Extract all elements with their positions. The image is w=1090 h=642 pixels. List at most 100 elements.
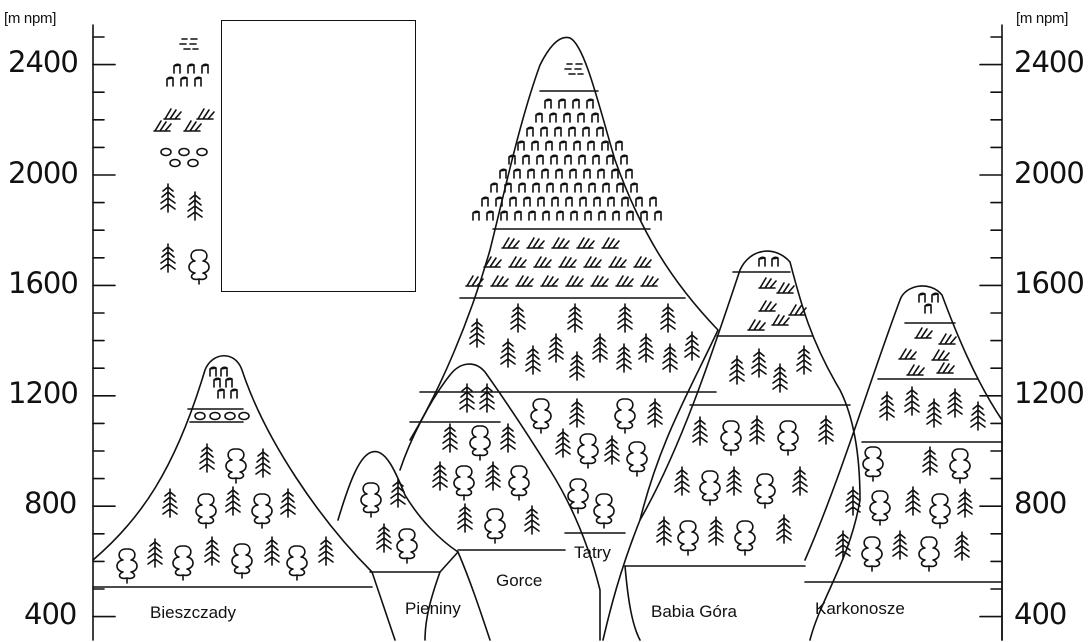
- alpine-meadow-symbol: [565, 155, 571, 164]
- conifer-tree-symbol: [148, 539, 162, 567]
- conifer-tree-symbol: [570, 352, 584, 380]
- alpine-meadow-symbol: [571, 211, 577, 220]
- shrub-oval-symbol: [195, 413, 205, 420]
- dwarf-pine-symbol: [899, 349, 916, 359]
- dwarf-pine-symbol: [584, 257, 601, 267]
- conifer-tree-symbol: [752, 349, 766, 377]
- dwarf-pine-symbol: [502, 238, 519, 248]
- left-tick-800: 800: [24, 486, 76, 520]
- conifer-tree-symbol: [568, 304, 582, 332]
- deciduous-tree-symbol: [189, 250, 209, 284]
- conifer-tree-symbol: [657, 517, 671, 545]
- conifer-tree-symbol: [593, 334, 607, 362]
- alpine-meadow-symbol: [925, 304, 931, 313]
- alpine-meadow-symbol: [210, 367, 216, 376]
- dwarf-pine-symbol: [527, 238, 544, 248]
- alpine-meadow-symbol: [599, 211, 605, 220]
- deciduous-tree-symbol: [755, 474, 775, 508]
- deciduous-tree-symbol: [226, 449, 246, 483]
- deciduous-tree-symbol: [735, 521, 755, 555]
- alpine-meadow-symbol: [636, 197, 642, 206]
- shrub-oval-symbol: [161, 149, 171, 156]
- alpine-meadow-symbol: [231, 389, 237, 398]
- right-tick-1600: 1600: [1014, 266, 1084, 300]
- right-tick-400: 400: [1014, 597, 1066, 631]
- dwarf-pine-symbol: [154, 121, 171, 131]
- alpine-meadow-symbol: [621, 155, 627, 164]
- left-tick-1200: 1200: [8, 376, 78, 410]
- label-tatry: Tatry: [574, 543, 611, 563]
- conifer-tree-symbol: [556, 429, 570, 457]
- deciduous-tree-symbol: [778, 421, 798, 455]
- alpine-meadow-symbol: [569, 127, 575, 136]
- conifer-tree-symbol: [458, 504, 472, 532]
- alpine-meadow-symbol: [608, 197, 614, 206]
- dwarf-pine-symbol: [466, 276, 483, 286]
- dwarf-pine-symbol: [197, 109, 214, 119]
- deciduous-tree-symbol: [678, 521, 698, 555]
- deciduous-tree-symbol: [485, 509, 505, 543]
- alpine-meadow-symbol: [616, 141, 622, 150]
- alpine-meadow-symbol: [487, 211, 493, 220]
- alpine-meadow-symbol: [759, 257, 765, 266]
- rock-snow-symbol: [565, 64, 583, 74]
- label-pieniny: Pieniny: [405, 599, 461, 619]
- dwarf-pine-symbol: [789, 305, 806, 315]
- shrub-oval-symbol: [197, 149, 207, 156]
- alpine-meadow-symbol: [919, 293, 925, 302]
- dwarf-pine-symbol: [534, 257, 551, 267]
- alpine-meadow-symbol: [622, 197, 628, 206]
- conifer-tree-symbol: [639, 334, 653, 362]
- conifer-tree-symbol: [709, 517, 723, 545]
- dwarf-pine-symbol: [759, 278, 776, 288]
- conifer-tree-symbol: [391, 479, 405, 507]
- alpine-meadow-symbol: [536, 113, 542, 122]
- alpine-meadow-symbol: [551, 155, 557, 164]
- conifer-tree-symbol: [905, 387, 919, 415]
- conifer-tree-symbol: [661, 304, 675, 332]
- alpine-meadow-symbol: [188, 64, 194, 73]
- alpine-meadow-symbol: [772, 257, 778, 266]
- legend-box: [221, 20, 416, 292]
- alpine-meadow-symbol: [579, 155, 585, 164]
- conifer-tree-symbol: [525, 506, 539, 534]
- alpine-meadow-symbol: [556, 169, 562, 178]
- left-tick-400: 400: [24, 597, 76, 631]
- gorce-floor: [458, 552, 490, 640]
- conifer-tree-symbol: [693, 417, 707, 445]
- conifer-tree-symbol: [511, 304, 525, 332]
- alpine-meadow-symbol: [578, 113, 584, 122]
- conifer-tree-symbol: [161, 184, 175, 212]
- alpine-meadow-symbol: [221, 367, 227, 376]
- deciduous-tree-symbol: [721, 421, 741, 455]
- conifer-tree-symbol: [663, 344, 677, 372]
- conifer-tree-symbol: [486, 462, 500, 490]
- conifer-tree-symbol: [205, 537, 219, 565]
- conifer-tree-symbol: [927, 399, 941, 427]
- alpine-meadow-symbol: [574, 141, 580, 150]
- deciduous-tree-symbol: [117, 549, 137, 583]
- dwarf-pine-symbol: [907, 365, 924, 375]
- dwarf-pine-symbol: [541, 276, 558, 286]
- shrub-oval-symbol: [179, 149, 189, 156]
- conifer-tree-symbol: [880, 392, 894, 420]
- conifer-tree-symbol: [200, 444, 214, 472]
- alpine-meadow-symbol: [631, 183, 637, 192]
- conifer-tree-symbol: [501, 424, 515, 452]
- alpine-meadow-symbol: [552, 197, 558, 206]
- alpine-meadow-symbol: [594, 197, 600, 206]
- alpine-meadow-symbol: [613, 211, 619, 220]
- conifer-tree-symbol: [777, 515, 791, 543]
- label-bieszczady: Bieszczady: [150, 603, 236, 623]
- dwarf-pine-symbol: [559, 257, 576, 267]
- conifer-tree-symbol: [377, 524, 391, 552]
- alpine-meadow-symbol: [473, 211, 479, 220]
- dwarf-pine-symbol: [759, 301, 776, 311]
- conifer-tree-symbol: [923, 447, 937, 475]
- shrub-oval-symbol: [170, 160, 180, 167]
- deciduous-tree-symbol: [531, 399, 551, 433]
- alpine-meadow-symbol: [607, 155, 613, 164]
- alpine-meadow-symbol: [593, 155, 599, 164]
- babia-floor: [625, 566, 640, 640]
- conifer-tree-symbol: [256, 449, 270, 477]
